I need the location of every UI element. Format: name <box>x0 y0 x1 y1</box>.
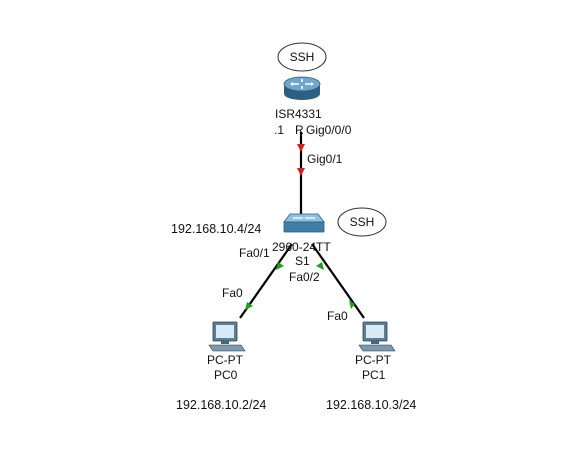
pc1-type-label: PC-PT <box>355 353 392 367</box>
pc0-type-label: PC-PT <box>207 353 244 367</box>
router-model-label: ISR4331 <box>275 107 322 121</box>
ssh-badge-switch: SSH <box>337 207 387 237</box>
pc1-interface-label: Fa0 <box>327 309 348 323</box>
router-name-label: R <box>295 123 304 137</box>
pc1-ip-label: 192.168.10.3/24 <box>326 398 416 412</box>
link-status-pc1-fa0-up <box>349 300 355 309</box>
link-status-s1-fa01-up <box>276 262 284 270</box>
switch-port-pc0-label: Fa0/1 <box>239 246 270 260</box>
ssh-badge-router: SSH <box>277 42 327 72</box>
switch-model-label: 2960-24TT <box>272 240 331 254</box>
router-interface-label: Gig0/0/0 <box>306 123 352 137</box>
pc0-name-label: PC0 <box>214 368 238 382</box>
link-status-pc0-fa0-up <box>245 302 253 310</box>
router-host-octet-label: .1 <box>274 123 284 137</box>
switch-uplink-interface-label: Gig0/1 <box>307 152 343 166</box>
switch-icon[interactable] <box>283 213 325 233</box>
link-switch-pc0[interactable] <box>239 243 293 319</box>
router-icon[interactable] <box>283 76 321 100</box>
pc0-interface-label: Fa0 <box>222 286 243 300</box>
link-router-switch[interactable] <box>297 132 305 216</box>
link-switch-pc1[interactable] <box>311 243 365 319</box>
pc1-name-label: PC1 <box>362 368 386 382</box>
link-status-router-down <box>297 144 305 152</box>
pc0-ip-label: 192.168.10.2/24 <box>176 398 266 412</box>
pc1-icon[interactable] <box>358 321 396 352</box>
switch-ip-label: 192.168.10.4/24 <box>171 222 261 236</box>
link-status-switch-down <box>297 168 305 176</box>
pc0-icon[interactable] <box>208 321 246 352</box>
switch-name-label: S1 <box>295 254 310 268</box>
ssh-badge-switch-label: SSH <box>350 215 375 229</box>
switch-port-pc1-label: Fa0/2 <box>289 270 320 284</box>
ssh-badge-router-label: SSH <box>290 50 315 64</box>
link-status-s1-fa02-up <box>316 262 324 270</box>
